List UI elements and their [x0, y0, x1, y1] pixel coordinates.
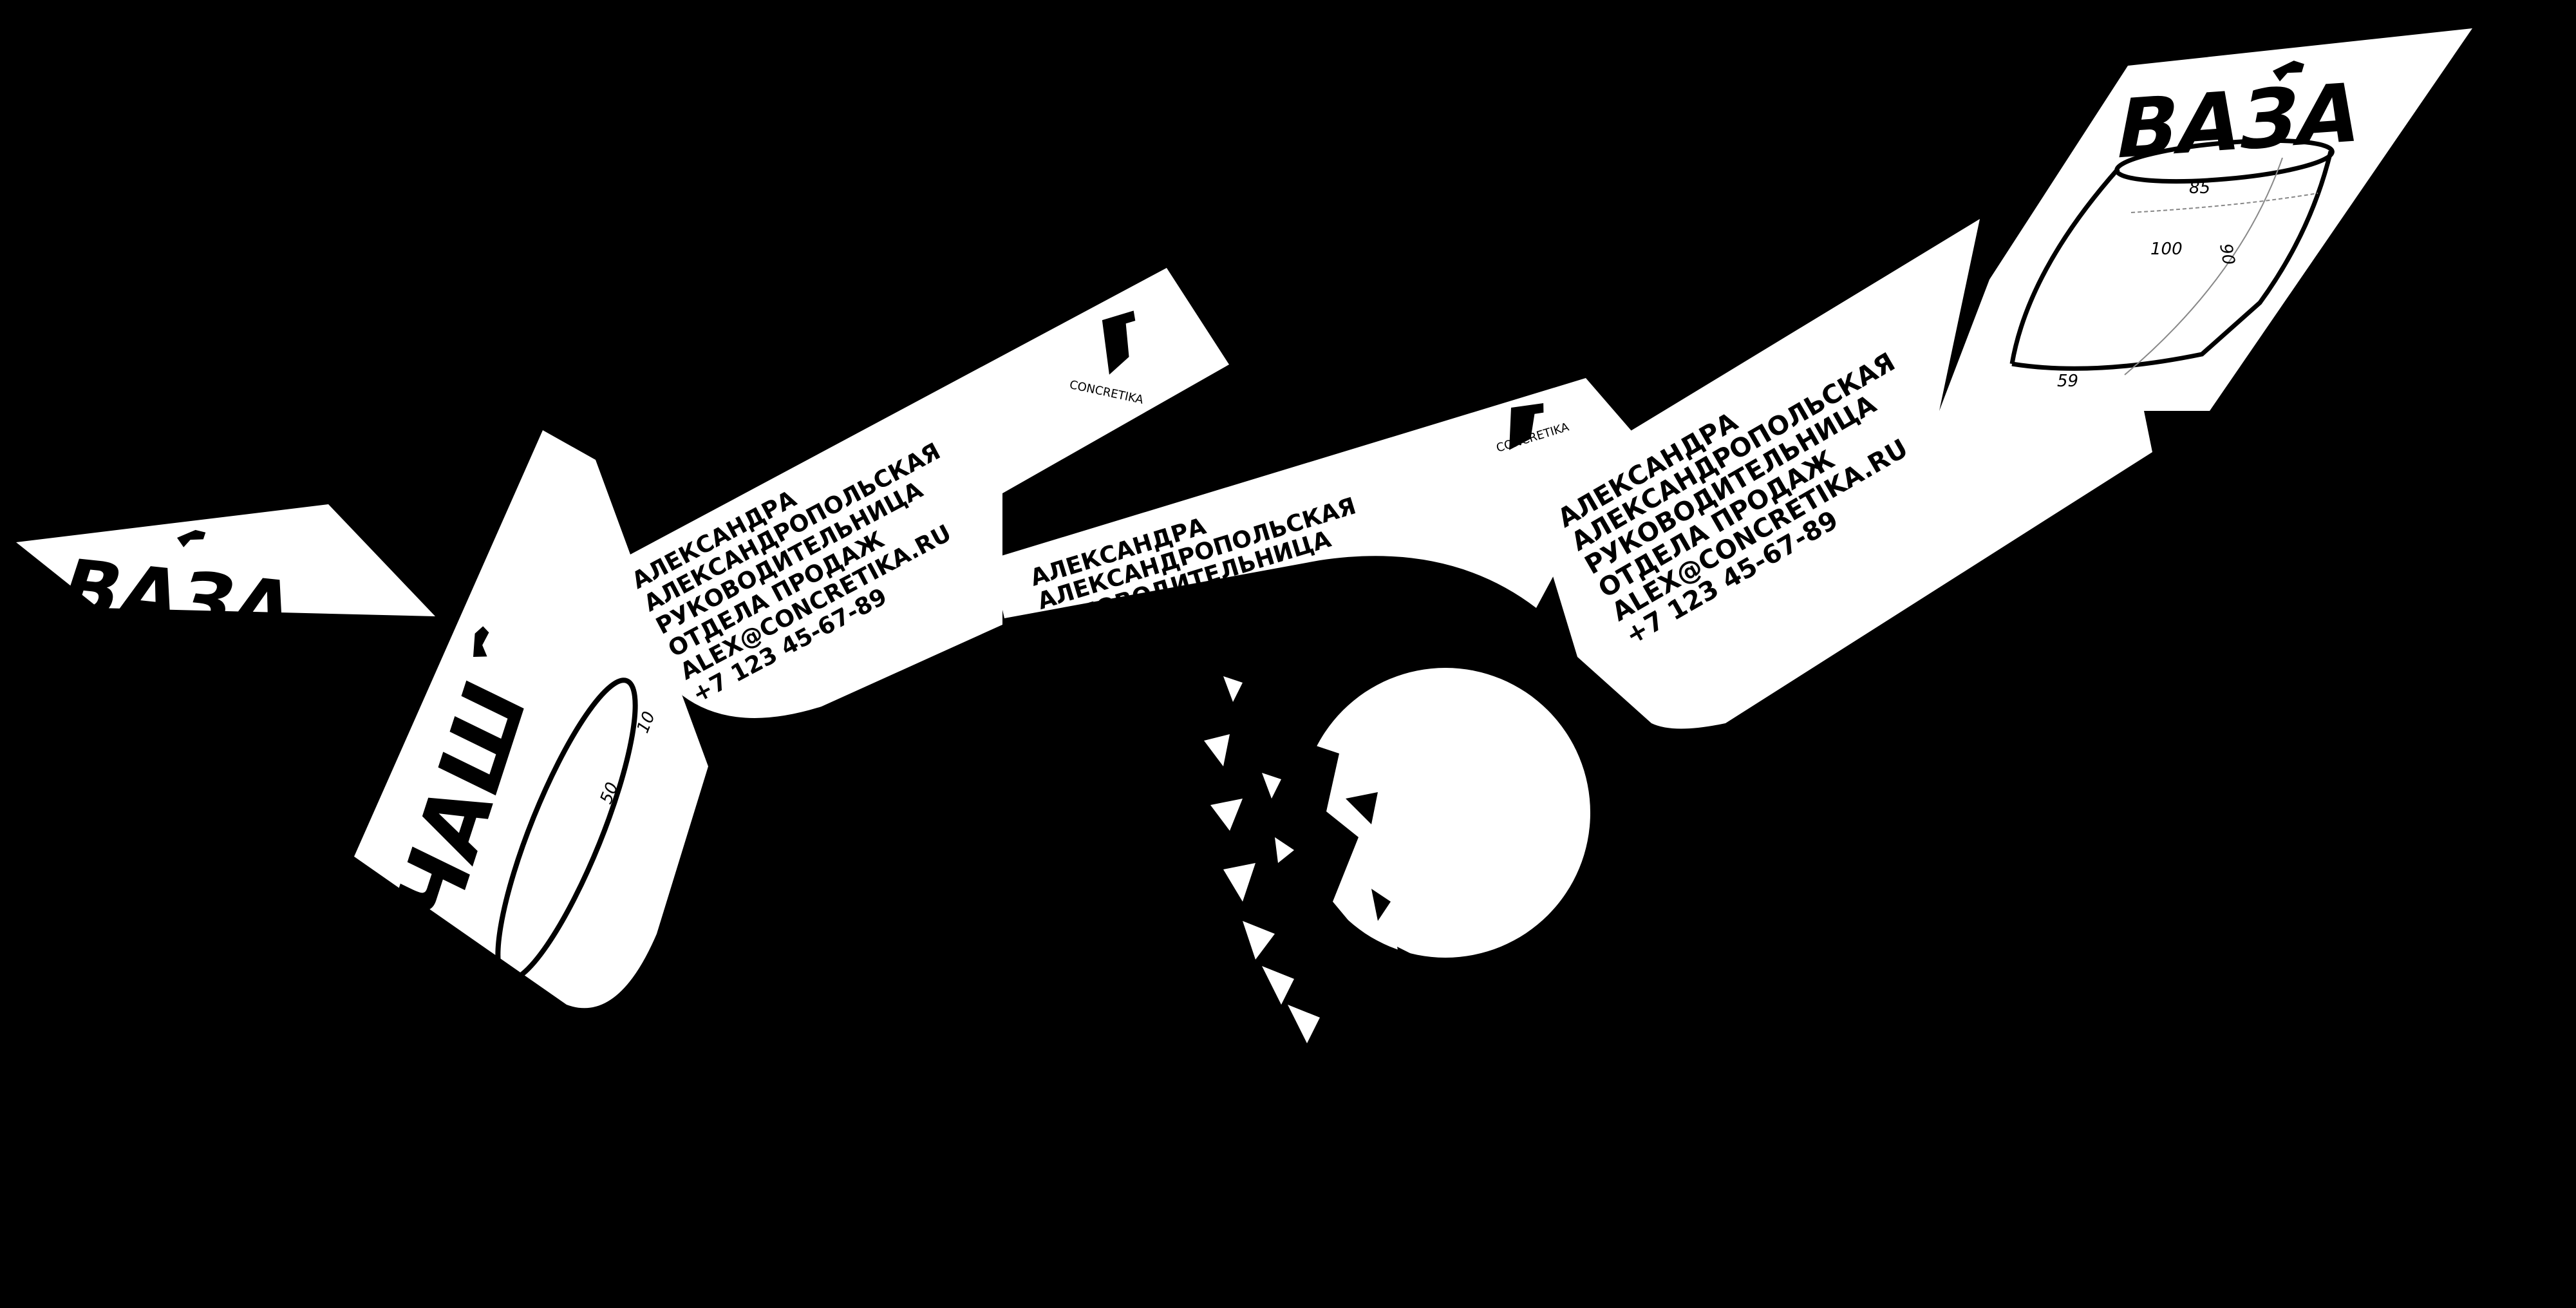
vase-card-right-shape	[1939, 28, 2472, 411]
concretika-logo-icon	[177, 529, 206, 547]
business-card-3-shape	[1528, 219, 2152, 729]
business-card-1-shape	[592, 268, 1229, 718]
concretika-logo-icon	[2273, 61, 2304, 82]
concretika-logo-icon	[1102, 310, 1136, 375]
vase-dimension: 90	[2215, 242, 2238, 267]
vase-outline	[2009, 138, 2335, 375]
sphere-fragments	[1204, 676, 1320, 1043]
sphere-shape	[1301, 668, 1590, 958]
vase-card-left-shape	[16, 504, 435, 616]
concretika-logo-icon	[1509, 403, 1544, 450]
concretika-logo-icon	[473, 626, 489, 657]
vase-dimension: 85	[2189, 178, 2210, 198]
business-card-3: АЛЕКСАНДРА АЛЕКСАНДРОПОЛЬСКАЯ РУКОВОДИТЕ…	[1528, 219, 2152, 729]
bowl-outline	[495, 678, 638, 983]
business-card-2-shape	[991, 378, 1631, 618]
vase-dimension: 59	[2057, 372, 2078, 391]
vase-dimension: 100	[2150, 240, 2183, 259]
sphere	[1204, 668, 1590, 1043]
sphere-fractures	[1301, 741, 1442, 1037]
shadow-overlay	[1043, 565, 1539, 650]
vase-card-right: ВАЗА 85 100 90 59	[1939, 28, 2472, 411]
